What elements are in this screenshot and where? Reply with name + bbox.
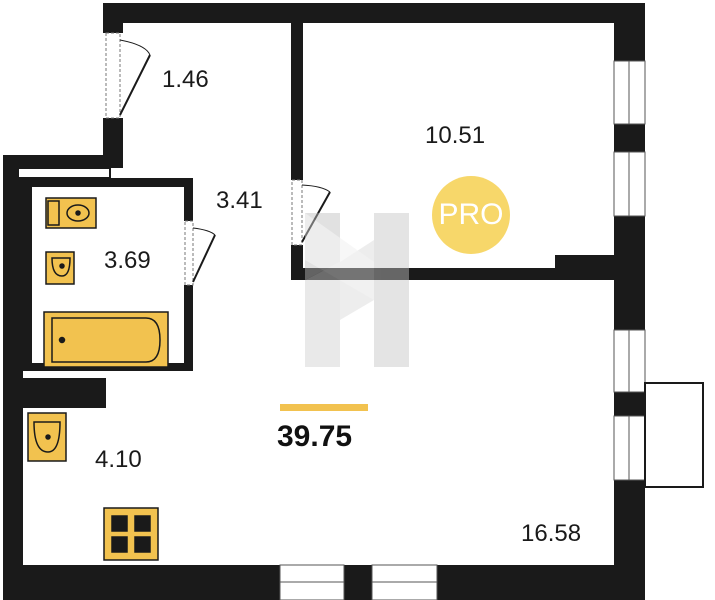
step-outline — [17, 167, 111, 179]
door-vestibule-leaf — [119, 54, 151, 116]
wall-bath-right — [184, 178, 193, 221]
walls — [3, 3, 645, 600]
total-accent-bar — [280, 404, 368, 411]
wall-bottom-3 — [437, 565, 645, 600]
watermark-logo — [305, 213, 409, 367]
wall-bath-top — [3, 178, 193, 187]
wall-right-3 — [614, 216, 645, 330]
pro-badge: PRO — [432, 176, 510, 254]
wall-right-4 — [614, 392, 645, 416]
room-area-bedroom: 10.51 — [425, 122, 486, 149]
wall-kitchen-top — [3, 378, 106, 408]
windows — [279, 60, 646, 600]
doors — [105, 32, 331, 286]
balcony — [644, 382, 704, 488]
wall-right-2 — [614, 124, 645, 152]
wall-right-1 — [614, 3, 645, 61]
wall-bath-inner-left — [23, 178, 32, 371]
pro-badge-label: PRO — [438, 198, 504, 231]
room-area-vestibule: 1.46 — [162, 66, 209, 93]
wall-bottom-2 — [344, 565, 372, 600]
room-area-corridor: 3.41 — [216, 187, 263, 214]
wall-step-top — [3, 155, 123, 168]
room-area-kitchen: 4.10 — [95, 446, 142, 473]
door-bedroom-leaf — [301, 191, 331, 243]
room-area-living: 16.58 — [521, 520, 582, 547]
wall-left-top — [103, 3, 123, 33]
wall-top — [103, 3, 645, 23]
door-vestibule-frame — [105, 32, 121, 119]
room-area-bathroom: 3.69 — [104, 247, 151, 274]
wall-bedroom-bottom-thick — [555, 255, 614, 280]
wall-bottom-1 — [3, 565, 280, 600]
door-bath-leaf — [192, 234, 216, 283]
wall-bedroom-left — [291, 23, 303, 180]
wall-bath-right-low — [184, 285, 193, 371]
wall-bedroom-bottom — [291, 268, 614, 280]
total-area: 39.75 — [277, 420, 353, 453]
fixtures — [27, 197, 169, 561]
wall-left-outer — [3, 155, 23, 600]
